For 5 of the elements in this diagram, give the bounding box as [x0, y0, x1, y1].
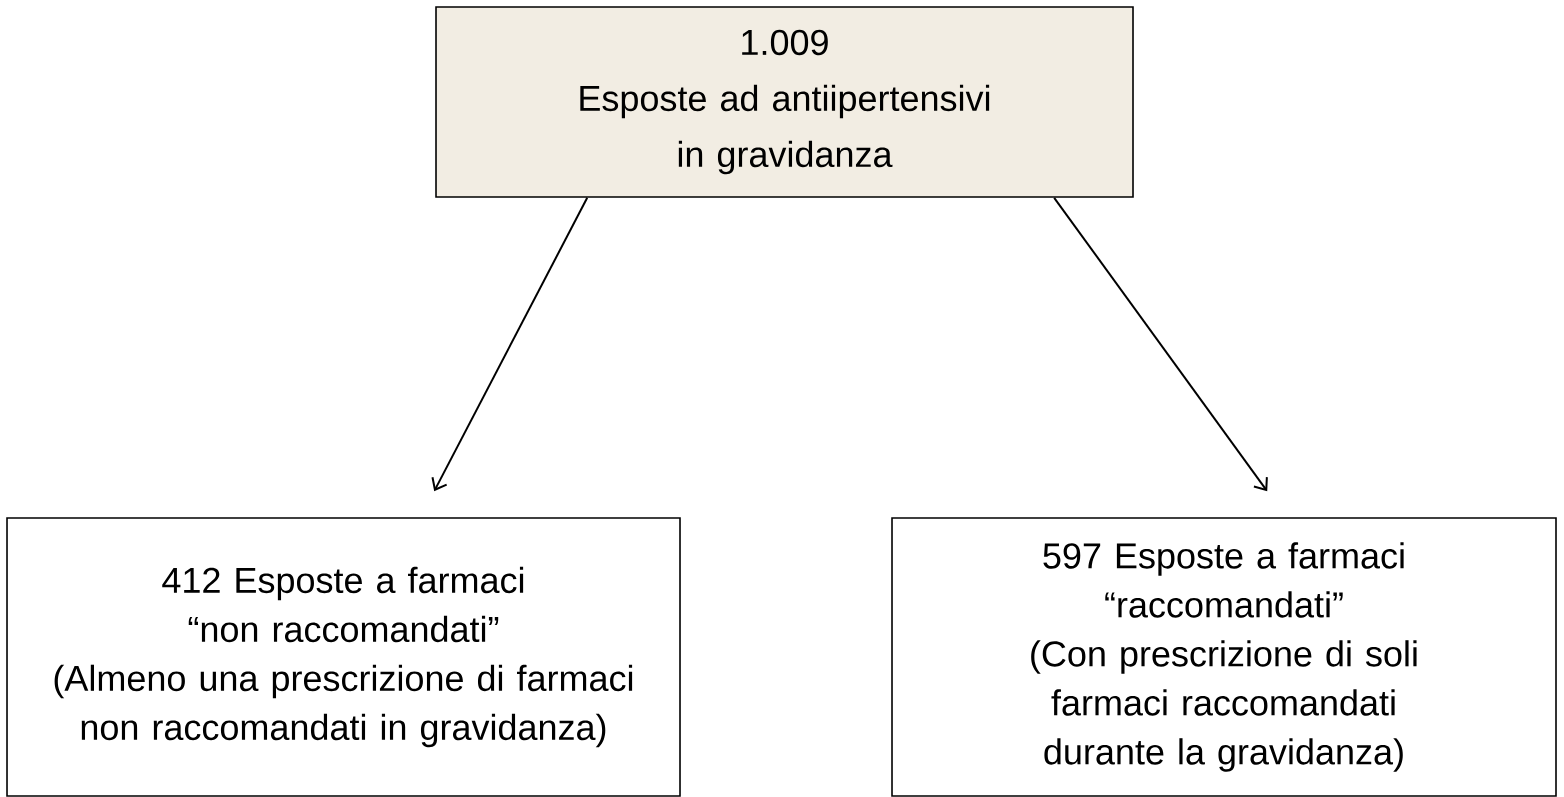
text-box: 412 Esposte a farmaci “non raccomandati” (Almeno una prescrizione di farmaci non raccomandati in gravidanza) — [6, 517, 681, 797]
text-box: 1.009 Esposte ad antiipertensivi in gravidanza — [435, 6, 1134, 198]
arrow — [431, 196, 589, 492]
text-box: 597 Esposte a farmaci “raccomandati” (Con prescrizione di soli farmaci raccomandati durante la gravidanza) — [891, 517, 1557, 797]
arrow — [1053, 196, 1268, 492]
